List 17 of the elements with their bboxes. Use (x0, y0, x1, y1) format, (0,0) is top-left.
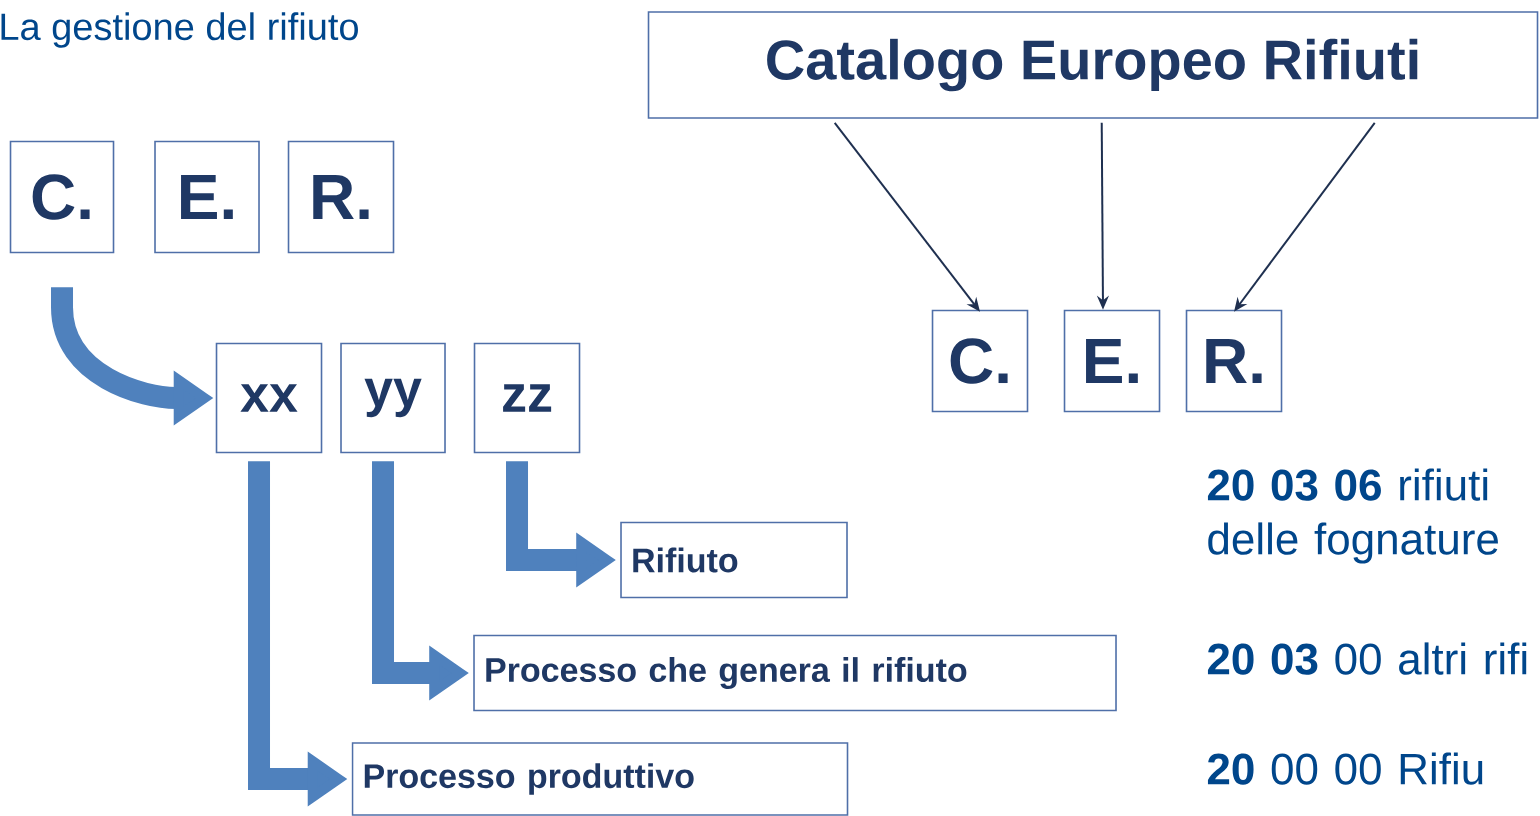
heading-box: Catalogo Europeo Rifiuti (647, 11, 1539, 119)
letter-box: R. (1185, 309, 1283, 413)
letter-box: R. (287, 140, 395, 254)
slide-title: La gestione del rifiuto (1, 12, 358, 48)
letter-box: C. (931, 309, 1029, 413)
code-description: 20 00 00 Rifiu (1207, 752, 1483, 785)
code-description: 20 03 00 altri rifi (1207, 642, 1527, 675)
letter-box: E. (1063, 309, 1161, 413)
code-box: zz (473, 342, 581, 454)
code-box: yy (340, 342, 446, 454)
code-box: xx (215, 342, 323, 454)
label-box: Processo che genera il rifiuto (473, 634, 1117, 712)
code-description: 20 03 06 rifiuti delle fognature (1207, 468, 1498, 564)
letter-box: C. (9, 140, 115, 254)
label-box: Processo produttivo (351, 742, 849, 816)
letter-box: E. (154, 140, 260, 254)
label-box: Rifiuto (620, 521, 848, 599)
